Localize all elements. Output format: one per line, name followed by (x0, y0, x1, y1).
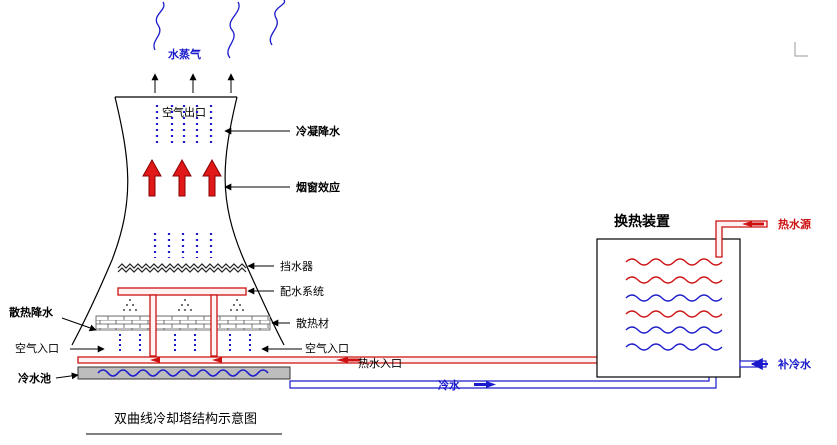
corner-mark (794, 42, 808, 57)
spray-nozzles (123, 299, 244, 311)
pool-water-wave (97, 369, 269, 377)
chimney-effect-label: 烟窗效应 (296, 180, 340, 194)
tower-shell (71, 96, 285, 346)
air-inlet-left-label: 空气入口 (15, 341, 59, 355)
drift-eliminator (117, 263, 247, 273)
heat-exchanger-label: 换热装置 (614, 213, 670, 230)
chimney-arrows (142, 158, 222, 197)
water-distribution-label: 配水系统 (280, 285, 324, 298)
cold-water-pool-label: 冷水池 (18, 371, 51, 385)
condensed-drops-top (155, 105, 213, 145)
cold-water-flow-arrow (474, 381, 496, 388)
rain-drops-low (119, 334, 251, 352)
makeup-water-label: 补冷水 (777, 357, 812, 371)
fill-material-label: 散热材 (296, 316, 329, 330)
condensed-drops-mid (153, 233, 213, 258)
fill-material (95, 315, 271, 331)
hot-water-inlet-label: 热水入口 (358, 357, 402, 370)
rain-pointer (61, 317, 97, 332)
steam-arrows (151, 73, 235, 93)
diagram-caption: 双曲线冷却塔结构示意图 (114, 411, 257, 427)
distribution-header (117, 287, 247, 296)
heat-dissipation-rain-label: 散热降水 (9, 305, 54, 319)
steam-waves (153, 0, 286, 59)
exchanger-waves (625, 258, 723, 351)
drift-eliminator-label: 挡水器 (280, 259, 313, 273)
condensed-water-label: 冷凝降水 (296, 124, 341, 138)
pool-pointer (55, 372, 79, 380)
cold-water-label: 冷水 (438, 378, 461, 392)
distribution-risers (149, 294, 218, 357)
air-inlet-right-label: 空气入口 (305, 341, 349, 355)
heat-source-arrow (742, 221, 764, 227)
hot-water-flow-arrows (150, 357, 360, 363)
heat-exchanger-box (596, 238, 741, 378)
steam-label: 水蒸气 (168, 47, 201, 61)
heat-source-label: 热水源 (778, 217, 811, 231)
